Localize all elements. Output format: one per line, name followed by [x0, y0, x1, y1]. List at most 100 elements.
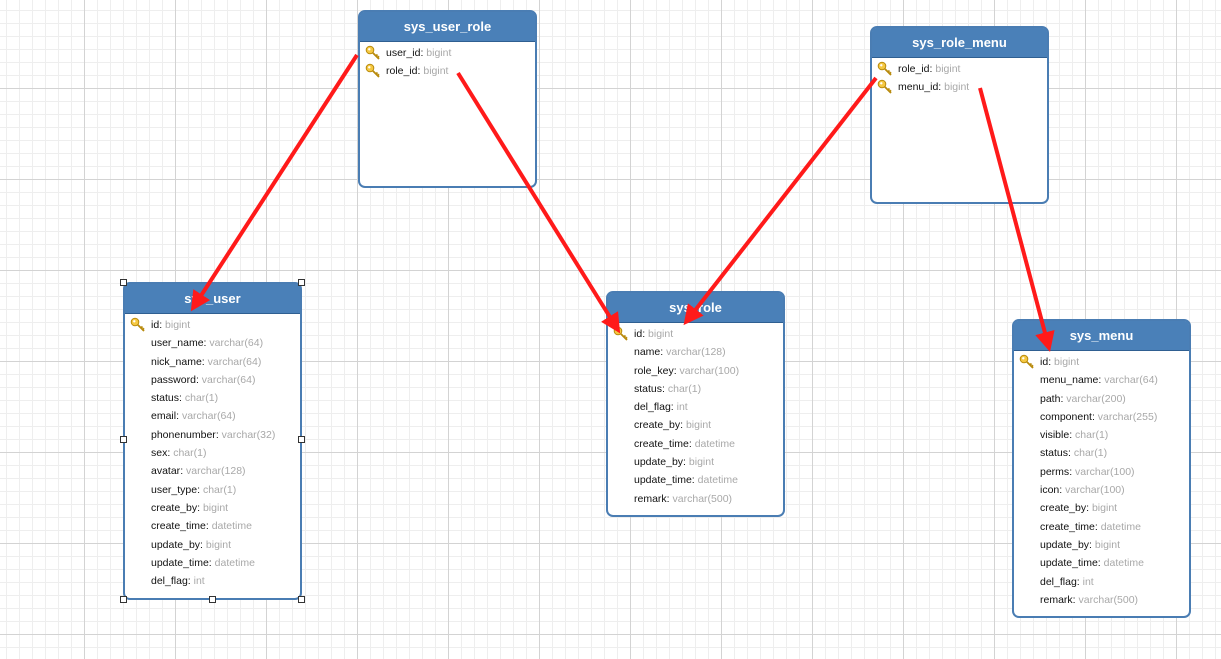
field-row[interactable]: id: bigint — [1014, 353, 1189, 371]
key-icon — [130, 317, 146, 333]
field-type: varchar(64) — [181, 410, 236, 423]
field-type: varchar(500) — [1078, 593, 1139, 606]
field-row[interactable]: icon: varchar(100) — [1014, 481, 1189, 499]
field-row[interactable]: perms: varchar(100) — [1014, 463, 1189, 481]
field-name: phonenumber — [151, 428, 216, 441]
key-icon — [1019, 354, 1035, 370]
field-separator: : — [1076, 575, 1083, 588]
field-separator: : — [201, 355, 208, 368]
field-row[interactable]: update_time: datetime — [608, 471, 783, 489]
field-row[interactable]: create_time: datetime — [125, 517, 300, 535]
field-row[interactable]: status: char(1) — [608, 380, 783, 398]
field-row[interactable]: remark: varchar(500) — [1014, 591, 1189, 609]
field-row[interactable]: role_key: varchar(100) — [608, 362, 783, 380]
field-type: datetime — [1100, 520, 1141, 533]
field-row[interactable]: role_id: bigint — [360, 62, 535, 80]
field-separator: : — [180, 465, 187, 478]
field-separator: : — [1098, 374, 1105, 387]
key-icon — [365, 45, 381, 61]
field-separator: : — [683, 456, 689, 469]
field-row[interactable]: update_by: bigint — [1014, 536, 1189, 554]
field-row[interactable]: update_time: datetime — [1014, 554, 1189, 572]
field-row[interactable]: email: varchar(64) — [125, 407, 300, 425]
field-name: user_id — [386, 47, 421, 59]
field-row[interactable]: del_flag: int — [608, 398, 783, 416]
field-row[interactable]: component: varchar(255) — [1014, 408, 1189, 426]
field-row[interactable]: avatar: varchar(128) — [125, 462, 300, 480]
field-row[interactable]: user_name: varchar(64) — [125, 334, 300, 352]
field-name: update_by — [634, 456, 684, 469]
field-row[interactable]: del_flag: int — [1014, 573, 1189, 591]
field-row[interactable]: nick_name: varchar(64) — [125, 353, 300, 371]
field-name: password — [151, 373, 196, 386]
field-row[interactable]: menu_id: bigint — [872, 78, 1047, 96]
field-name: role_id — [386, 65, 418, 78]
field-row[interactable]: visible: char(1) — [1014, 426, 1189, 444]
resize-handle-right[interactable] — [298, 436, 305, 443]
field-row[interactable]: user_type: char(1) — [125, 481, 300, 499]
field-type: bigint — [1091, 502, 1118, 515]
field-row[interactable]: del_flag: int — [125, 572, 300, 590]
field-row[interactable]: password: varchar(64) — [125, 371, 300, 389]
field-name: menu_id — [898, 81, 939, 94]
field-name: role_key — [634, 364, 674, 377]
field-row[interactable]: create_time: datetime — [608, 435, 783, 453]
field-name: nick_name — [151, 355, 202, 368]
table-title: sys_role_menu — [872, 28, 1047, 58]
field-type: int — [676, 401, 688, 414]
resize-handle-left[interactable] — [120, 436, 127, 443]
resize-handle-top-right[interactable] — [298, 279, 305, 286]
field-type: varchar(64) — [207, 355, 262, 368]
field-separator: : — [159, 319, 166, 331]
field-type: varchar(64) — [201, 373, 256, 386]
field-separator: : — [673, 364, 680, 377]
field-row[interactable]: id: bigint — [608, 325, 783, 343]
resize-handle-bottom[interactable] — [209, 596, 216, 603]
field-row[interactable]: menu_name: varchar(64) — [1014, 371, 1189, 389]
resize-handle-top-left[interactable] — [120, 279, 127, 286]
field-separator: : — [1086, 502, 1092, 515]
field-type: varchar(100) — [1075, 465, 1135, 478]
field-row[interactable]: status: char(1) — [1014, 444, 1189, 462]
field-separator: : — [660, 346, 667, 359]
field-row[interactable]: name: varchar(128) — [608, 343, 783, 361]
field-row[interactable]: status: char(1) — [125, 389, 300, 407]
field-name: visible — [1040, 429, 1070, 442]
field-type: datetime — [214, 556, 255, 569]
field-type: varchar(64) — [1104, 374, 1158, 387]
field-row[interactable]: update_by: bigint — [125, 536, 300, 554]
field-row[interactable]: phonenumber: varchar(32) — [125, 426, 300, 444]
field-name: create_by — [151, 501, 198, 514]
resize-handle-bottom-left[interactable] — [120, 596, 127, 603]
field-type: datetime — [1103, 557, 1144, 570]
field-row[interactable]: update_by: bigint — [608, 453, 783, 471]
field-separator: : — [1094, 520, 1101, 533]
field-row[interactable]: sex: char(1) — [125, 444, 300, 462]
field-type: varchar(255) — [1097, 410, 1158, 423]
field-name: status — [1040, 447, 1069, 460]
field-row[interactable]: role_id: bigint — [872, 60, 1047, 78]
field-type: varchar(100) — [679, 364, 740, 377]
resize-handle-bottom-right[interactable] — [298, 596, 305, 603]
field-name: sex — [151, 447, 168, 460]
field-separator: : — [215, 428, 222, 441]
field-separator: : — [1069, 465, 1076, 478]
field-row[interactable]: user_id: bigint — [360, 44, 535, 62]
field-row[interactable]: path: varchar(200) — [1014, 390, 1189, 408]
field-separator: : — [938, 81, 945, 94]
field-row[interactable]: create_by: bigint — [125, 499, 300, 517]
field-row[interactable]: remark: varchar(500) — [608, 490, 783, 508]
field-row[interactable]: create_by: bigint — [1014, 499, 1189, 517]
field-row[interactable]: id: bigint — [125, 316, 300, 334]
field-name: del_flag — [1040, 575, 1077, 588]
field-row[interactable]: create_time: datetime — [1014, 518, 1189, 536]
field-row[interactable]: update_time: datetime — [125, 554, 300, 572]
field-type: bigint — [648, 328, 674, 340]
field-type: varchar(128) — [186, 465, 246, 478]
field-row[interactable]: create_by: bigint — [608, 416, 783, 434]
